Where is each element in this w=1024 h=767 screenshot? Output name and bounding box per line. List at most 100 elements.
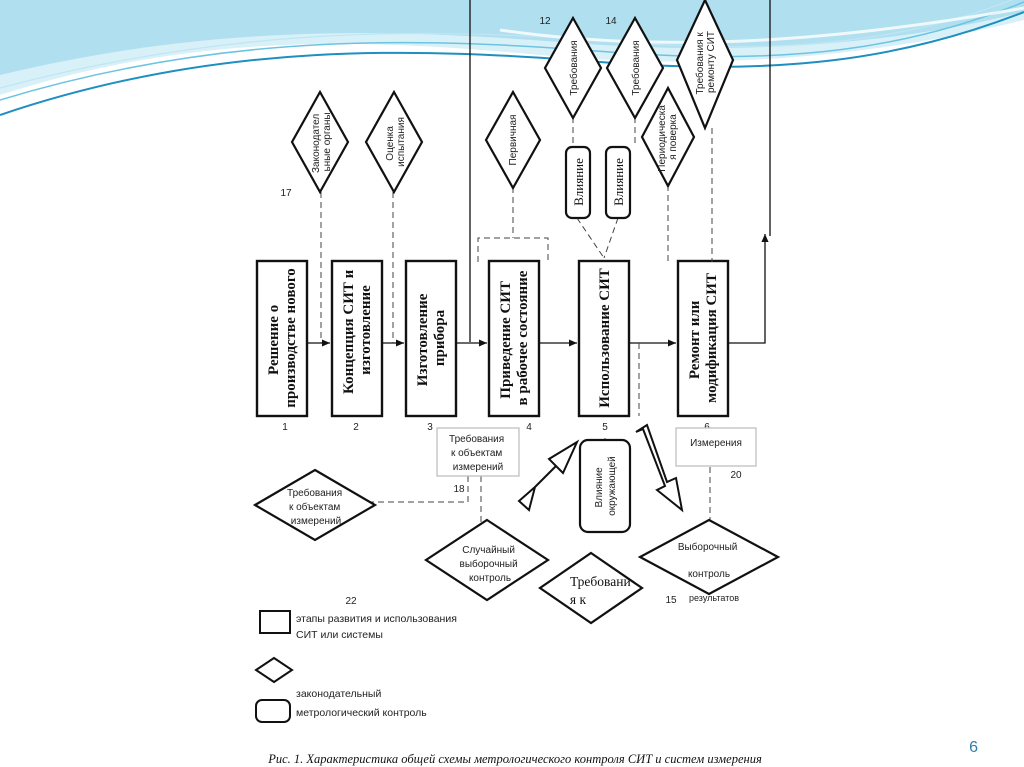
selective-control-line-1: Выборочный bbox=[678, 541, 738, 553]
stage-number-2: 2 bbox=[353, 422, 359, 433]
diamond-legislators bbox=[290, 89, 350, 195]
selective-control-line-2: контроль bbox=[688, 569, 730, 580]
page-number: 6 bbox=[969, 739, 978, 756]
stage-box-2 bbox=[330, 259, 384, 418]
bottom-left-diamond-line-2: к объектам bbox=[289, 501, 340, 513]
stage-box-5 bbox=[577, 259, 631, 418]
stage-number-5: 5 bbox=[602, 422, 608, 433]
bottom-left-diamond-line-3: измерений bbox=[291, 516, 341, 527]
figure-caption: Рис. 1. Характеристика общей схемы метро… bbox=[267, 752, 762, 766]
number-18: 18 bbox=[453, 484, 465, 495]
stage-number-1: 1 bbox=[282, 422, 288, 433]
bottom-req-diamond-label: Требовани я к bbox=[570, 574, 634, 607]
diamond-requirements-bottom bbox=[538, 551, 644, 625]
bottom-numbers: 22 15 результатов bbox=[345, 593, 739, 607]
diamond-periodic bbox=[640, 85, 696, 189]
diamond-requirements-14 bbox=[605, 15, 665, 121]
influence-box-2 bbox=[604, 145, 632, 220]
stage-4-label-line-2: в рабочее состояние bbox=[515, 270, 531, 405]
number-17: 17 bbox=[280, 188, 292, 199]
svg-text:Требования: Требования bbox=[630, 40, 642, 95]
measurements-label: Измерения bbox=[690, 438, 742, 449]
diamond-repair-line-2: ремонту СИТ bbox=[706, 31, 717, 93]
environment-box: Влияние окружающей bbox=[578, 438, 632, 534]
measurements-box: Измерения 20 bbox=[675, 427, 757, 481]
svg-text:этапы развития и использования: этапы развития и использования СИТ или с… bbox=[296, 613, 460, 641]
top-diamonds bbox=[290, 0, 735, 195]
random-control-line-3: контроль bbox=[469, 573, 511, 584]
stage-2-label-line-2: изготовление bbox=[358, 285, 374, 375]
svg-text:Решение о производстве н: Решение о производстве нового bbox=[266, 268, 299, 408]
svg-text:Законодател ьные органы: Законодател ьные органы bbox=[311, 111, 333, 173]
diamond-req12-line-1: Требования bbox=[568, 40, 580, 95]
stage-boxes bbox=[255, 259, 730, 418]
stage-1-label-line-2: производстве нового bbox=[283, 268, 299, 408]
legend-rect-line-1: этапы развития и использования bbox=[296, 613, 457, 625]
hollow-arrows bbox=[517, 423, 684, 513]
bottom-req-line-2: я к bbox=[570, 592, 587, 607]
stage-2-label-line-1: Концепция СИТ и bbox=[341, 269, 357, 394]
legend-rounded-swatch bbox=[255, 699, 291, 723]
svg-text:Требования к объектам: Требования к объектам измерений bbox=[287, 487, 345, 527]
diamond-evaluation bbox=[364, 89, 424, 195]
legend: этапы развития и использования СИТ или с… bbox=[254, 610, 460, 723]
random-control-line-2: выборочный bbox=[460, 558, 518, 570]
environment-box-line-2: окружающей bbox=[607, 456, 618, 516]
stage-5-label-line-1: Использование СИТ bbox=[597, 268, 613, 407]
svg-text:Случайный выборочный: Случайный выборочный контроль bbox=[460, 545, 521, 584]
legend-diamond-swatch bbox=[254, 656, 294, 684]
diamond-primary-line-1: Первичная bbox=[508, 115, 519, 166]
svg-text:Требовани я к: Требовани я к bbox=[570, 574, 634, 607]
number-22: 22 bbox=[345, 596, 357, 607]
diamond-random-control bbox=[423, 518, 551, 602]
diamond-periodic-line-2: я поверка bbox=[668, 114, 679, 160]
svg-text:Требования к объектам: Требования к объектам измерений bbox=[449, 433, 507, 473]
diamond-legislators-line-1: Законодател bbox=[311, 114, 322, 173]
stage-box-6 bbox=[676, 259, 730, 418]
stage-box-1 bbox=[255, 259, 309, 418]
diamond-evaluation-line-2: испытания bbox=[396, 117, 407, 167]
svg-text:Концепция СИТ и изготовл: Концепция СИТ и изготовление bbox=[341, 266, 374, 394]
svg-text:Использование СИТ: Использование СИТ bbox=[597, 268, 613, 407]
random-control-line-1: Случайный bbox=[462, 545, 515, 556]
diamond-requirements-12 bbox=[543, 15, 603, 121]
influence-box-2-label: Влияние bbox=[611, 158, 626, 206]
top-diamond-labels: Законодател ьные органы Оценка испытания… bbox=[311, 29, 717, 173]
influence-boxes: Влияние Влияние bbox=[564, 145, 632, 220]
diamond-evaluation-line-1: Оценка bbox=[385, 126, 396, 161]
number-14: 14 bbox=[605, 16, 617, 27]
number-20: 20 bbox=[730, 470, 742, 481]
svg-text:Приведение СИТ в рабочее: Приведение СИТ в рабочее состояние bbox=[498, 270, 531, 405]
top-numbers: 12 14 17 bbox=[280, 16, 617, 199]
svg-text:Влияние окружающей: Влияние окружающей bbox=[594, 456, 618, 516]
req-box-line-1: Требования bbox=[449, 433, 504, 445]
stage-box-3 bbox=[404, 259, 458, 418]
diamond-repair-requirements bbox=[675, 0, 735, 131]
number-15-suffix: результатов bbox=[689, 593, 739, 603]
legend-rect-swatch bbox=[259, 610, 291, 634]
bottom-left-diamond-line-1: Требования bbox=[287, 487, 342, 499]
hollow-arrow-up bbox=[517, 439, 580, 512]
diamond-requirements-objects bbox=[252, 468, 378, 542]
stage-labels: Решение о производстве нового Концепция … bbox=[266, 266, 720, 408]
stage-box-4 bbox=[487, 259, 541, 418]
legend-rounded-line-1: метрологический контроль bbox=[296, 707, 427, 719]
svg-text:Оценка испытания: Оценка испытания bbox=[385, 117, 407, 167]
dashed-connectors bbox=[315, 117, 713, 530]
req-box-line-2: к объектам bbox=[451, 447, 502, 459]
diamond-repair-line-1: Требования к bbox=[694, 32, 706, 95]
svg-text:Выборочный контроль: Выборочный контроль bbox=[678, 541, 740, 580]
diamond-primary bbox=[484, 89, 542, 191]
stage-number-3: 3 bbox=[427, 422, 433, 433]
hollow-arrow-down bbox=[635, 423, 684, 513]
svg-text:Требования к ремонту СИТ: Требования к ремонту СИТ bbox=[694, 29, 717, 94]
stage-1-label-line-1: Решение о bbox=[266, 305, 282, 375]
number-15: 15 bbox=[665, 595, 677, 606]
header-wave-decoration bbox=[0, 0, 1024, 116]
legend-diamond-line-1: законодательный bbox=[296, 688, 381, 700]
svg-text:Периодическа я поверка: Периодическа я поверка bbox=[657, 102, 679, 171]
svg-text:Изготовление прибора: Изготовление прибора bbox=[415, 290, 448, 386]
stage-number-4: 4 bbox=[526, 422, 532, 433]
req-box-line-3: измерений bbox=[453, 462, 503, 473]
